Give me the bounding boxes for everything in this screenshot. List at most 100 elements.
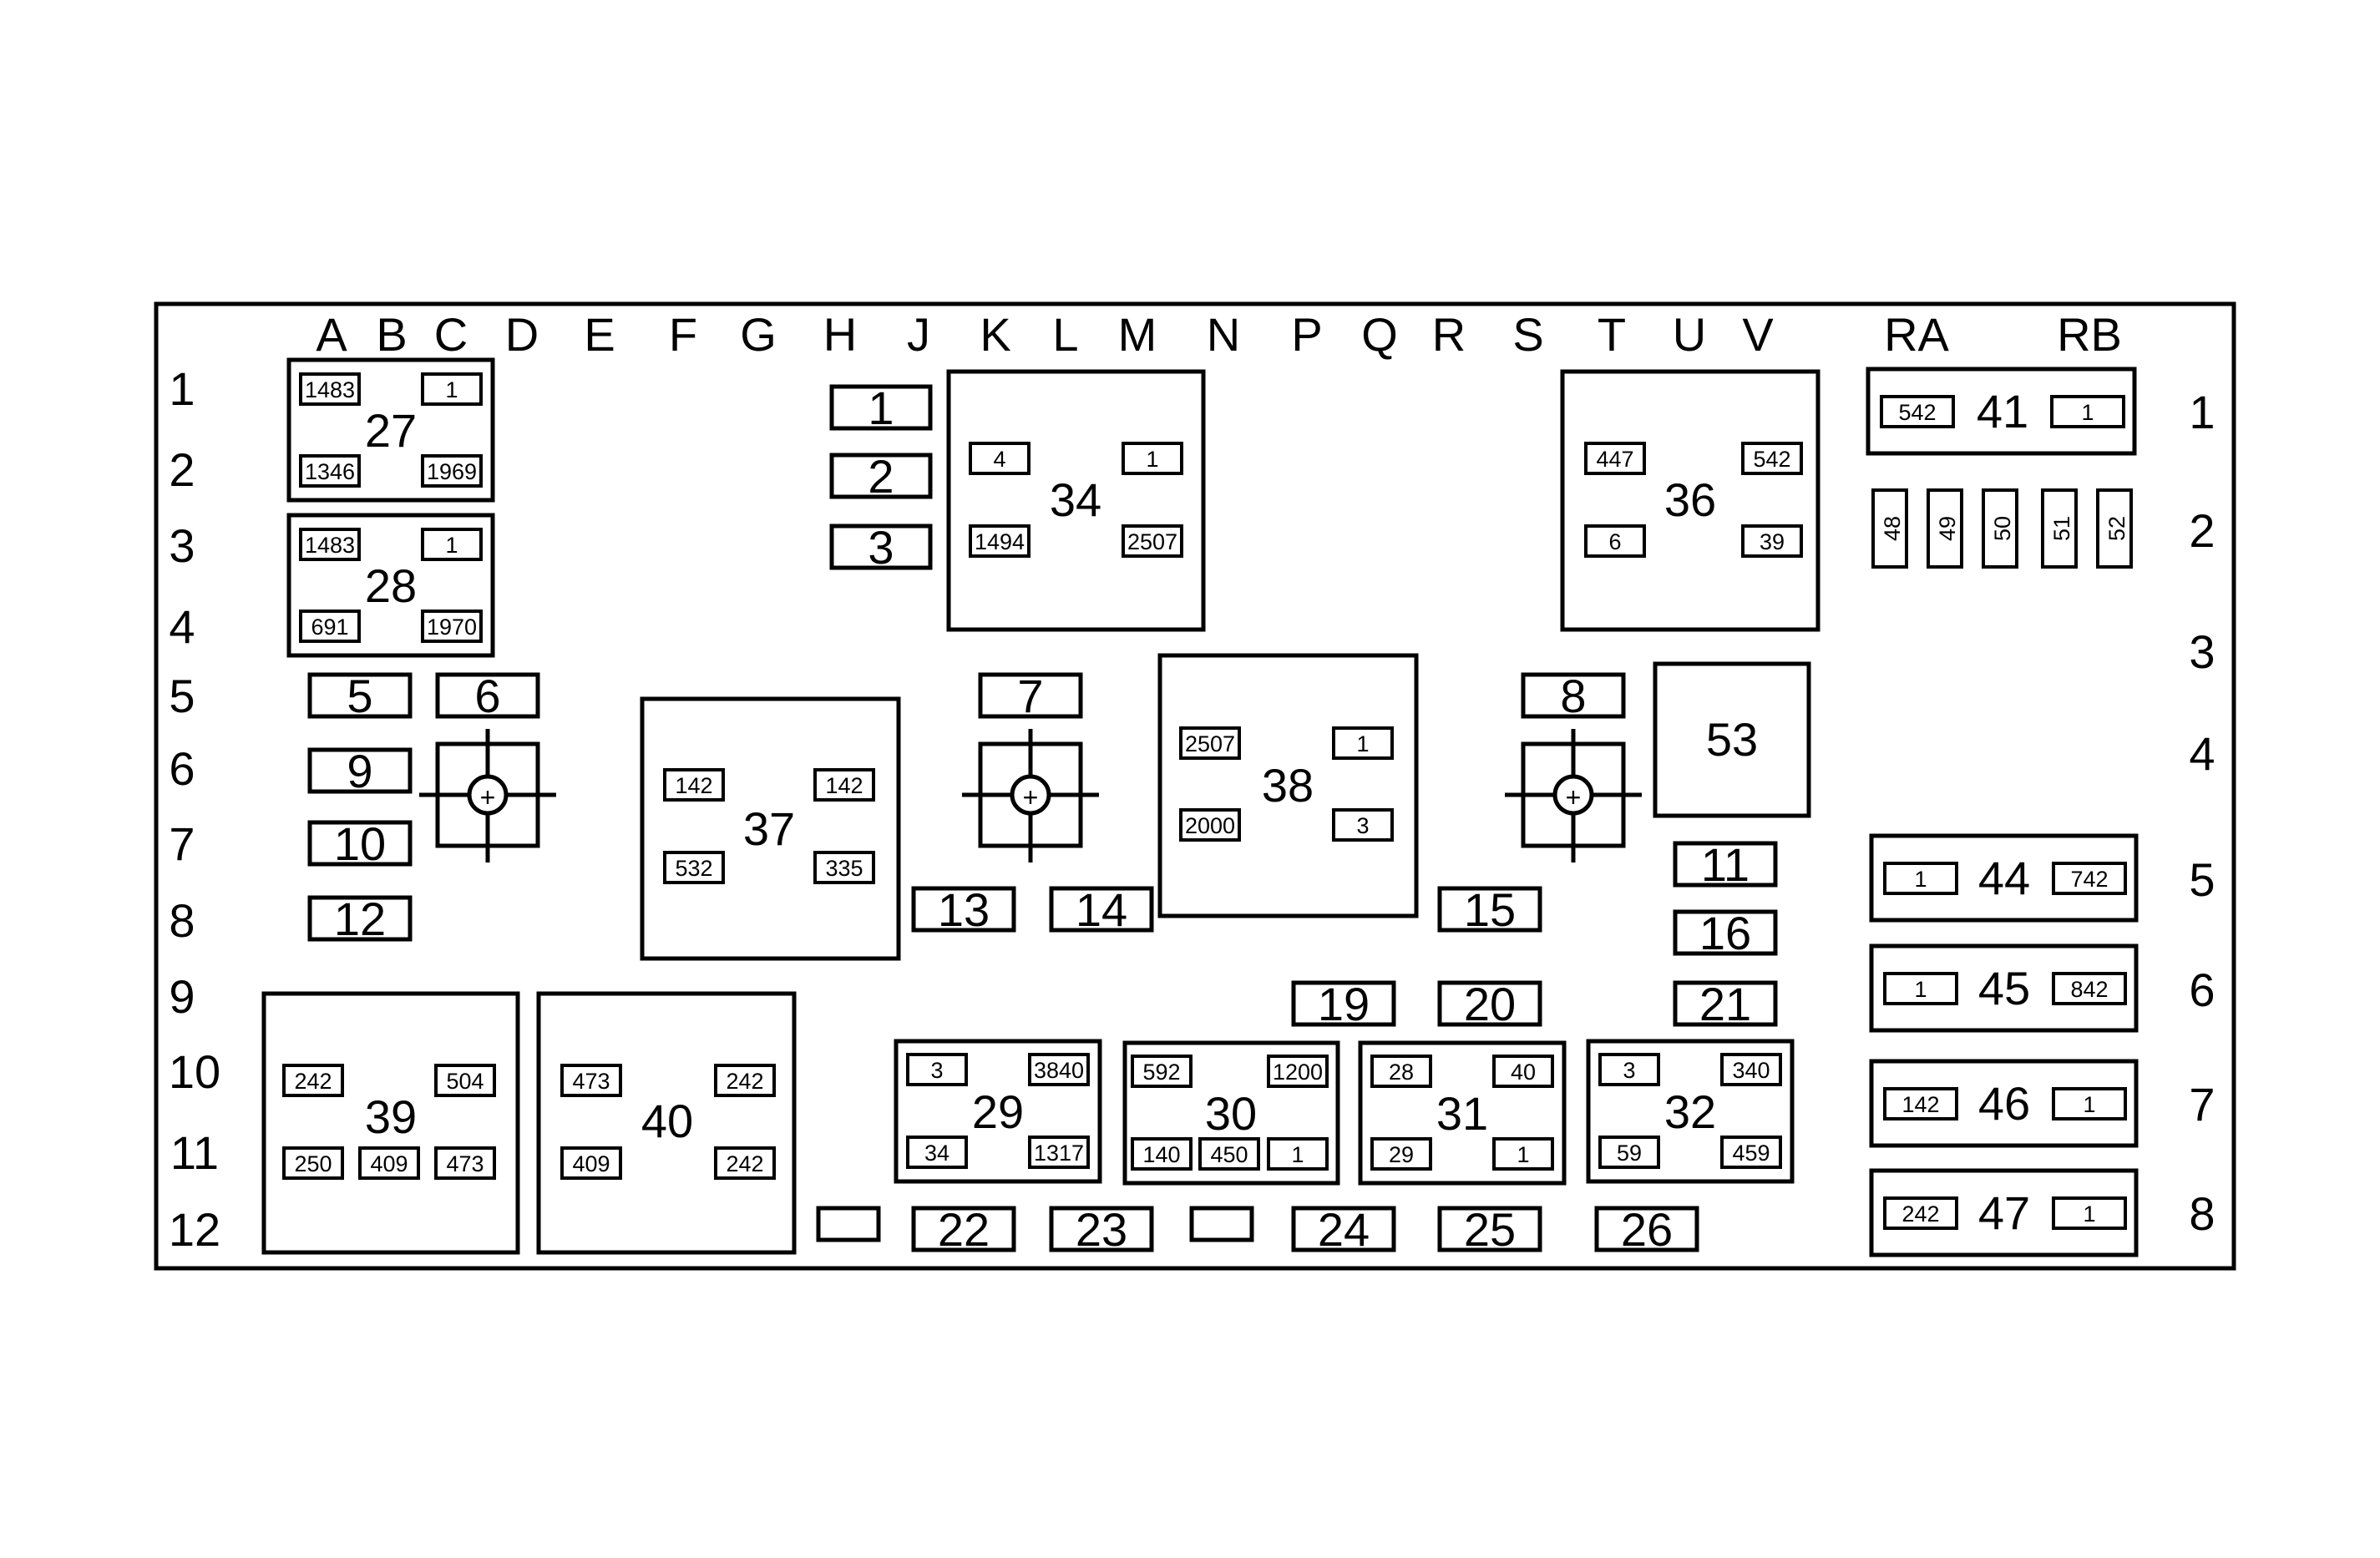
fuse-20: 20 (1437, 978, 1542, 1030)
relay-37: 142 142 532 335 37 (640, 696, 901, 961)
relay-label: 28 (365, 559, 417, 612)
svg-text:+: + (480, 782, 496, 812)
terminal-label: 340 (1732, 1058, 1770, 1083)
terminal-label: 1970 (427, 615, 477, 640)
terminal-label: 1 (2083, 1092, 2095, 1117)
fuse-label: 25 (1464, 1203, 1516, 1256)
mounting-bolt-center: + (962, 729, 1099, 862)
svg-text:+: + (1566, 782, 1582, 812)
fuse-label: 21 (1699, 978, 1751, 1030)
terminal-label: 473 (446, 1151, 484, 1176)
row-label-left-10: 10 (169, 1045, 220, 1098)
fuse-24: 24 (1291, 1203, 1396, 1256)
fuse-label: 20 (1464, 978, 1516, 1030)
terminal-label: 1 (2081, 400, 2094, 425)
mini-fuse-52: 52 (2096, 488, 2133, 569)
relay-30: 592 1200 140 450 1 30 (1122, 1040, 1340, 1186)
column-label-f: F (669, 308, 697, 361)
column-label-c: C (434, 308, 468, 361)
mini-fuse-label: 48 (1880, 516, 1905, 541)
column-label-a: A (316, 308, 347, 361)
empty-slot (1189, 1206, 1254, 1242)
fuse-11: 11 (1673, 838, 1778, 891)
column-label-m: M (1118, 308, 1157, 361)
fuse-13: 13 (911, 883, 1016, 936)
fuse-1: 1 (829, 382, 933, 434)
fuse-label: 1 (868, 382, 894, 434)
row-label-left-12: 12 (169, 1203, 220, 1256)
empty-slot (816, 1206, 881, 1242)
row-label-right-2: 2 (2189, 504, 2215, 557)
terminal-label: 459 (1732, 1141, 1770, 1166)
fuse-19: 19 (1291, 978, 1396, 1030)
terminal-label: 742 (2070, 867, 2108, 892)
relay-46: 142 1 46 (1869, 1059, 2139, 1148)
mini-fuse-49: 49 (1927, 488, 1963, 569)
column-label-d: D (505, 308, 539, 361)
relay-label: 39 (365, 1090, 417, 1143)
relay-label: 38 (1262, 759, 1314, 812)
row-label-right-4: 4 (2189, 727, 2215, 780)
left-row-labels: 1 2 3 4 5 6 7 8 9 10 11 12 (169, 362, 220, 1256)
row-label-left-6: 6 (169, 742, 195, 795)
column-label-u: U (1673, 308, 1706, 361)
terminal-label: 1 (1146, 447, 1158, 472)
fuse-label: 12 (334, 893, 386, 945)
column-label-q: Q (1361, 308, 1398, 361)
column-label-s: S (1512, 308, 1543, 361)
mini-fuse-50: 50 (1982, 488, 2018, 569)
column-label-p: P (1291, 308, 1322, 361)
row-label-right-3: 3 (2189, 625, 2215, 678)
fuse-label: 22 (938, 1203, 990, 1256)
relay-27: 1483 1 1346 1969 27 (286, 357, 495, 503)
right-row-labels: 1 2 3 4 5 6 7 8 (2189, 386, 2215, 1240)
fuse-label: 16 (1699, 907, 1751, 959)
column-label-ra: RA (1884, 308, 1949, 361)
fuse-14: 14 (1049, 883, 1154, 936)
fuse-label: 19 (1318, 978, 1370, 1030)
row-label-left-4: 4 (169, 600, 195, 653)
terminal-label: 335 (825, 856, 863, 881)
terminal-label: 3840 (1034, 1058, 1084, 1083)
terminal-label: 3 (1356, 813, 1369, 838)
fuse-23: 23 (1049, 1203, 1154, 1256)
fuse-label: 6 (474, 670, 500, 722)
column-label-e: E (584, 308, 615, 361)
mini-fuse-label: 51 (2049, 516, 2074, 541)
terminal-label: 6 (1608, 529, 1621, 554)
fuse-2: 2 (829, 450, 933, 503)
row-label-left-3: 3 (169, 519, 195, 572)
relay-40: 473 242 409 242 40 (536, 991, 797, 1255)
terminal-label: 1 (1291, 1142, 1304, 1167)
row-label-left-7: 7 (169, 817, 195, 870)
column-label-l: L (1052, 308, 1078, 361)
terminal-label: 450 (1210, 1142, 1248, 1167)
fuse-label: 11 (1701, 838, 1750, 891)
terminal-label: 59 (1617, 1141, 1642, 1166)
terminal-label: 1494 (975, 529, 1025, 554)
fuse-label: 14 (1076, 883, 1127, 936)
mini-fuse-label: 52 (2104, 516, 2129, 541)
relay-label: 36 (1664, 473, 1716, 526)
relay-29: 3 3840 34 1317 29 (894, 1039, 1102, 1184)
terminal-label: 1 (1914, 867, 1927, 892)
row-label-left-2: 2 (169, 443, 195, 496)
relay-label: 27 (365, 404, 417, 457)
terminal-label: 242 (726, 1151, 763, 1176)
row-label-right-1: 1 (2189, 386, 2215, 438)
mini-fuse-48: 48 (1871, 488, 1908, 569)
terminal-label: 1 (445, 533, 458, 558)
terminal-label: 3 (1623, 1058, 1635, 1083)
fuse-25: 25 (1437, 1203, 1542, 1256)
terminal-label: 142 (825, 773, 863, 798)
relay-label: 37 (743, 802, 795, 855)
terminal-label: 142 (1901, 1092, 1939, 1117)
fuse-7: 7 (978, 670, 1083, 722)
relay-label: 45 (1978, 962, 2030, 1014)
fuse-label: 5 (347, 670, 372, 722)
relay-32: 3 340 59 459 32 (1586, 1039, 1795, 1184)
relay-34: 4 1 1494 2507 34 (946, 369, 1206, 632)
terminal-label: 28 (1389, 1060, 1414, 1085)
terminal-label: 532 (675, 856, 712, 881)
